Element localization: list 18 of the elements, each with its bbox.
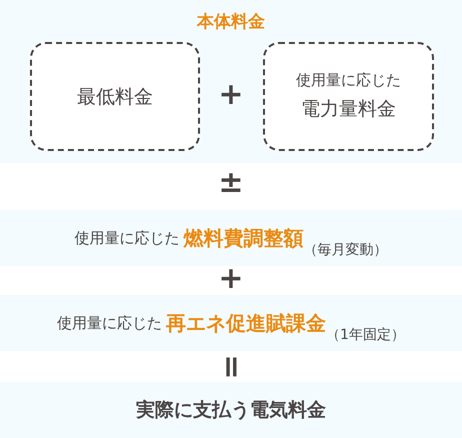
body-text: 使用量に応じた: [57, 314, 162, 332]
dashed-box: [30, 42, 200, 151]
note-text: （1年固定）: [326, 326, 405, 344]
plus-sign: +: [217, 80, 245, 110]
box-text: 使用量に応じた: [296, 71, 401, 90]
box-text: 電力量料金: [301, 97, 396, 122]
heading: 本体料金: [197, 12, 265, 32]
highlight-text: 再エネ促進賦課金: [166, 310, 326, 336]
box-text: 最低料金: [77, 84, 153, 110]
note-text: （毎月変動）: [304, 241, 388, 259]
panel-background: [0, 0, 462, 163]
plus-sign: +: [217, 264, 245, 294]
result-text: 実際に支払う電気料金: [136, 398, 326, 423]
plus-minus-sign: ±: [217, 168, 245, 198]
equals-sign: =: [216, 353, 246, 382]
body-text: 使用量に応じた: [74, 228, 180, 248]
dashed-box: [263, 42, 434, 151]
highlight-text: 燃料費調整額: [184, 224, 304, 252]
